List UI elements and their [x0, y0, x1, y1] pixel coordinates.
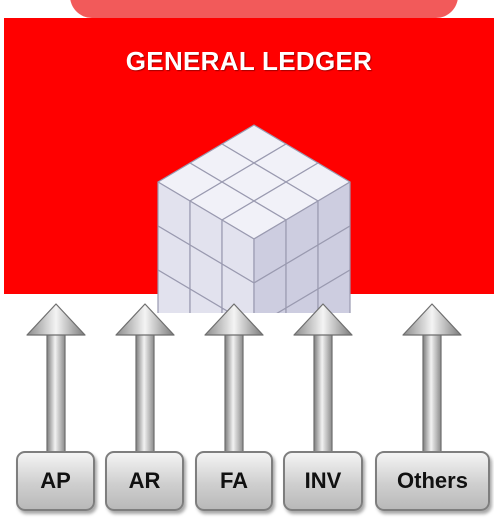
general-ledger-title: GENERAL LEDGER	[125, 46, 373, 76]
arrow-up-icon-fa	[204, 303, 264, 453]
module-box-inv: INV	[283, 451, 363, 511]
cube-left-cell	[221, 263, 255, 313]
arrow-up-icon-ap	[26, 303, 86, 453]
arrows-group	[26, 303, 462, 453]
module-box-others: Others	[375, 451, 490, 511]
module-box-ar: AR	[105, 451, 184, 511]
module-box-fa: FA	[195, 451, 273, 511]
cube-left-cell	[189, 288, 223, 313]
general-ledger-panel: GENERAL LEDGER	[4, 18, 494, 313]
cube-right-cell	[285, 288, 319, 313]
module-label-fa: FA	[219, 468, 249, 493]
cube-left-cell	[157, 269, 191, 313]
arrow-up-icon-ar	[115, 303, 175, 453]
cube-right-cell	[276, 307, 287, 313]
arrow-up-icon-inv	[293, 303, 353, 453]
cube-right-cell	[317, 269, 351, 313]
module-label-ap: AP	[40, 468, 71, 493]
module-box-ap: AP	[16, 451, 95, 511]
cube-icon	[157, 124, 351, 313]
module-label-others: Others	[397, 468, 468, 493]
module-label-inv: INV	[304, 468, 342, 493]
arrow-up-icon-others	[402, 303, 462, 453]
module-label-ar: AR	[128, 468, 161, 493]
top-tab-decoration	[70, 0, 458, 18]
